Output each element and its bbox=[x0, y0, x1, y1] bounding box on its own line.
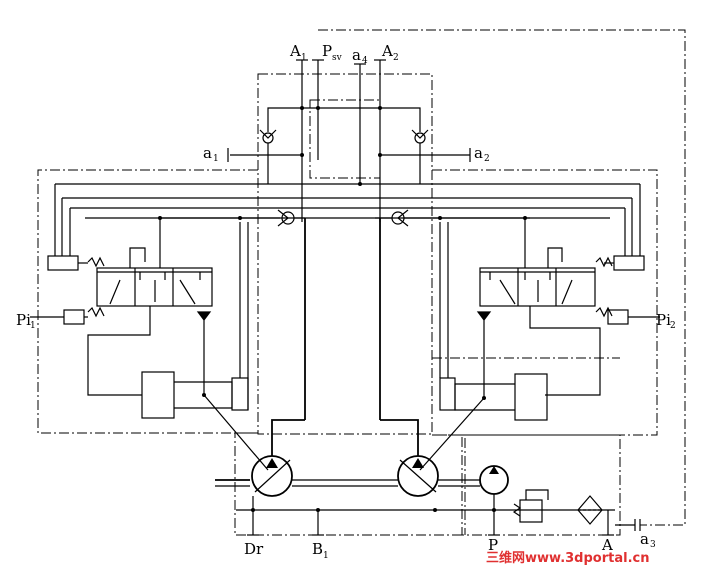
top-manifold bbox=[55, 107, 640, 222]
svg-text:a: a bbox=[352, 46, 361, 64]
svg-text:4: 4 bbox=[362, 56, 368, 66]
charge-pump bbox=[479, 465, 509, 495]
check-valve-top-left bbox=[259, 129, 277, 184]
svg-text:Pi: Pi bbox=[16, 311, 31, 329]
svg-text:a: a bbox=[640, 530, 649, 548]
svg-text:2: 2 bbox=[670, 321, 676, 331]
port-label-a3: a 3 bbox=[640, 530, 656, 550]
pump-right bbox=[397, 455, 439, 497]
svg-text:2: 2 bbox=[393, 53, 399, 63]
port-label-Pi1: Pi 1 bbox=[16, 311, 36, 331]
port-label-Pi2: Pi 2 bbox=[656, 311, 676, 331]
check-valve-top-right bbox=[411, 129, 429, 184]
center-check-valves bbox=[160, 209, 530, 420]
svg-text:a: a bbox=[203, 144, 212, 162]
side-return-lines bbox=[54, 184, 641, 256]
svg-text:3: 3 bbox=[650, 540, 656, 550]
port-label-A: A bbox=[601, 536, 613, 554]
right-regulator bbox=[419, 218, 660, 471]
top-ports bbox=[296, 59, 386, 184]
port-label-a1: a 1 bbox=[203, 144, 219, 164]
svg-text:sv: sv bbox=[332, 53, 343, 63]
svg-text:P: P bbox=[322, 42, 332, 60]
enclosures bbox=[37, 29, 686, 536]
svg-text:Dr: Dr bbox=[244, 540, 264, 558]
pump-shaft bbox=[215, 419, 480, 487]
svg-text:A: A bbox=[289, 42, 301, 60]
svg-text:A: A bbox=[601, 536, 613, 554]
port-label-A2: A 2 bbox=[381, 42, 399, 63]
svg-text:1: 1 bbox=[30, 321, 36, 331]
svg-text:P: P bbox=[488, 536, 498, 554]
junction-dots bbox=[158, 106, 527, 512]
port-label-B1: B 1 bbox=[312, 540, 329, 561]
watermark-text: 三维网www.3dportal.cn bbox=[486, 550, 649, 566]
port-label-Dr: Dr bbox=[244, 540, 264, 558]
pump-left bbox=[251, 455, 293, 497]
port-label-a4: a 4 bbox=[352, 46, 368, 66]
drain-lines bbox=[236, 494, 615, 536]
port-a3 bbox=[615, 519, 641, 531]
svg-text:1: 1 bbox=[213, 154, 219, 164]
svg-text:a: a bbox=[474, 144, 483, 162]
port-label-P: P bbox=[488, 536, 498, 554]
svg-text:1: 1 bbox=[323, 551, 329, 561]
filter bbox=[577, 495, 603, 525]
port-label-Psv: P sv bbox=[322, 42, 343, 63]
left-regulator bbox=[30, 218, 269, 471]
svg-text:2: 2 bbox=[484, 154, 490, 164]
svg-text:1: 1 bbox=[301, 53, 307, 63]
svg-text:B: B bbox=[312, 540, 323, 558]
port-label-a2: a 2 bbox=[474, 144, 490, 164]
port-label-A1: A 1 bbox=[289, 42, 307, 63]
relief-valve bbox=[512, 489, 549, 523]
svg-text:Pi: Pi bbox=[656, 311, 671, 329]
svg-text:A: A bbox=[381, 42, 393, 60]
